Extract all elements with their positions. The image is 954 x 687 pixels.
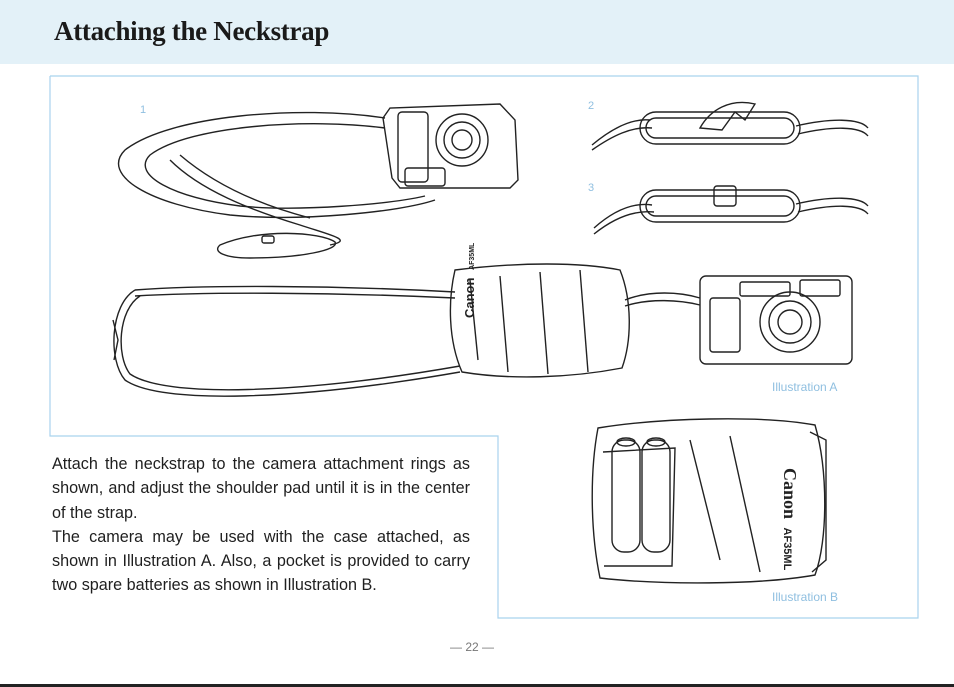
caption-illustration-b: Illustration B <box>772 590 839 604</box>
strap-ring-step-3 <box>593 185 869 235</box>
case-brand-b-model: AF35ML <box>781 527 793 571</box>
caption-illustration-a: Illustration A <box>772 380 838 394</box>
case-brand-a-name: Canon <box>462 277 477 318</box>
step-number-3: 3 <box>588 182 595 194</box>
case-brand-b-name: Canon <box>780 468 800 520</box>
case-brand-b: Canon AF35ML <box>779 468 800 570</box>
camera-strap-drawing <box>118 103 519 259</box>
illustration-b-drawing <box>591 418 827 584</box>
bottom-rule <box>0 684 954 687</box>
case-brand-a: Canon AF35ML <box>462 243 477 318</box>
step-number-2: 2 <box>588 100 595 112</box>
strap-ring-step-2 <box>591 101 869 151</box>
instructions-text: Attach the neckstrap to the camera attac… <box>52 452 470 598</box>
case-brand-a-model: AF35ML <box>469 242 476 270</box>
page-number: — 22 — <box>450 640 495 654</box>
illustration-a-drawing <box>112 263 853 397</box>
instructions-paragraph-1: Attach the neckstrap to the camera attac… <box>52 455 470 522</box>
page-title: Attaching the Neckstrap <box>54 16 330 46</box>
instructions-paragraph-2: The camera may be used with the case att… <box>52 527 470 595</box>
step-number-1: 1 <box>140 104 147 116</box>
header-band <box>0 0 954 64</box>
